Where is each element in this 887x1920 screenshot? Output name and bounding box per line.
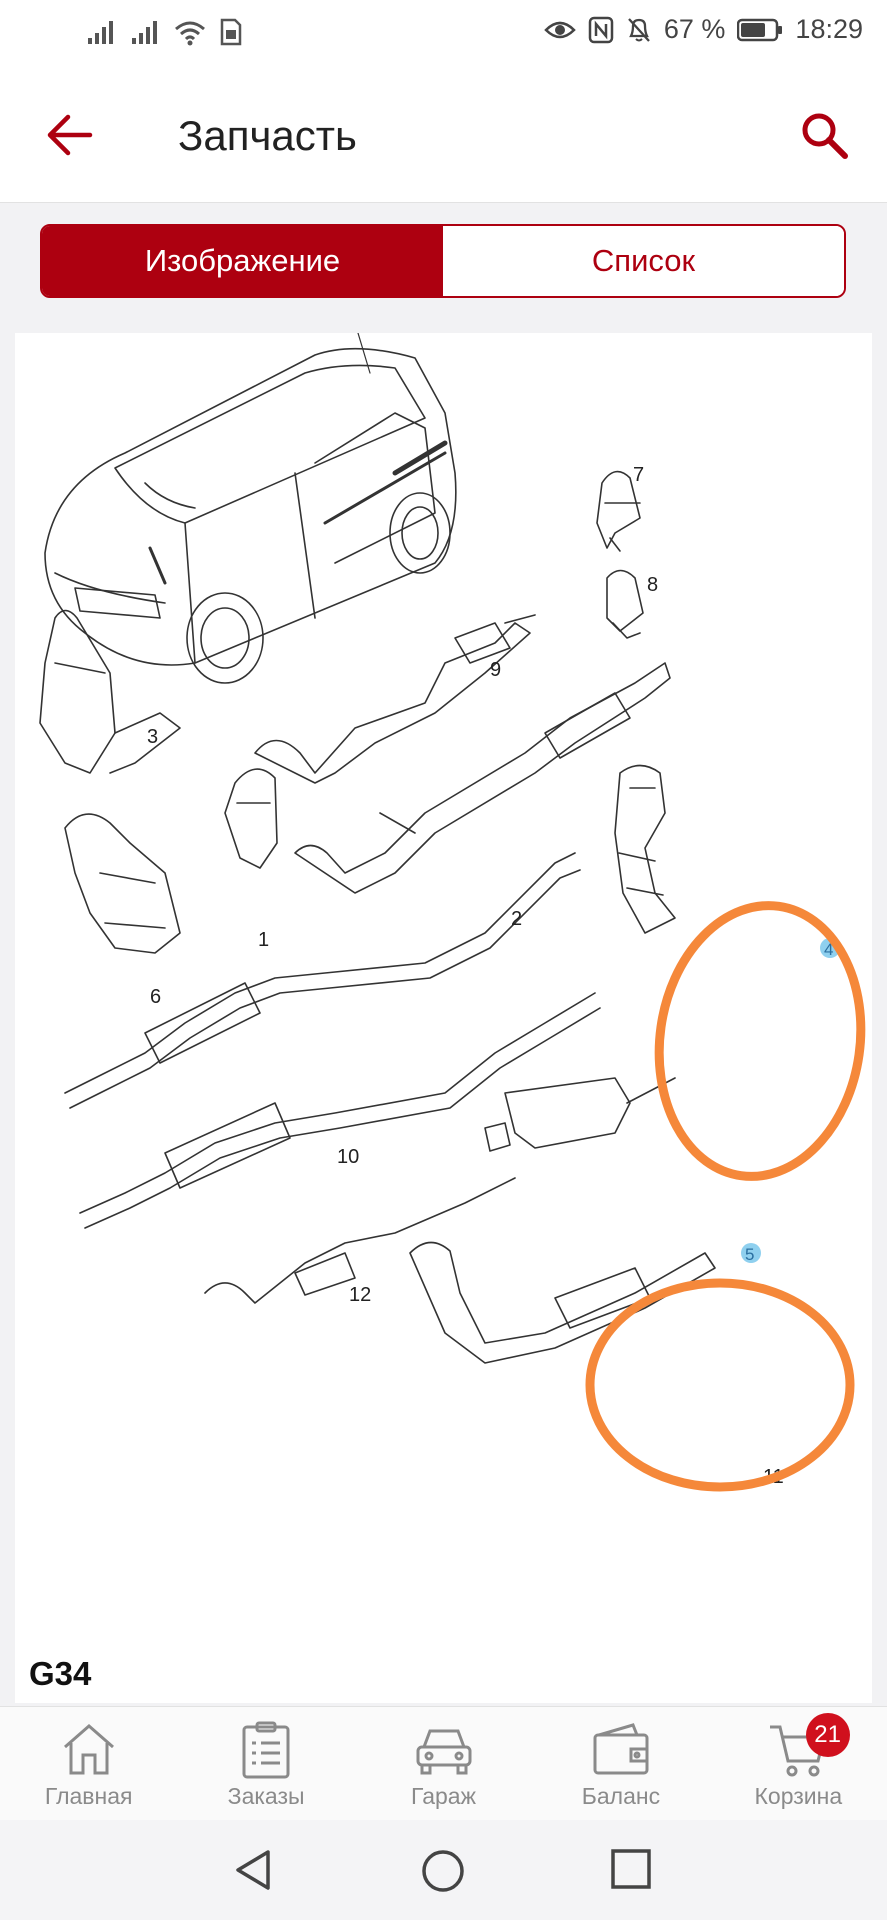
part-10-exhaust-pipe (64, 852, 581, 1109)
system-back-icon[interactable] (232, 1848, 276, 1892)
battery-percent: 67 % (663, 14, 726, 44)
system-home-icon[interactable] (420, 1848, 466, 1894)
nav-cart[interactable]: 21 Корзина (710, 1707, 887, 1821)
callout-5-badge (741, 1243, 761, 1263)
part-12-exhaust-pipe (79, 992, 601, 1229)
diagram-code: G34 (29, 1655, 92, 1692)
nav-cart-label: Корзина (754, 1783, 843, 1809)
system-recents-icon[interactable] (610, 1848, 652, 1890)
nav-orders[interactable]: Заказы (177, 1707, 354, 1821)
callout-7[interactable]: 7 (633, 464, 644, 486)
status-right-icons: 67 % 18:29 (544, 14, 863, 45)
callout-10[interactable]: 10 (337, 1146, 359, 1168)
home-icon (63, 1724, 114, 1775)
callout-9[interactable]: 9 (490, 659, 501, 681)
nfc-icon (588, 16, 614, 43)
wifi-icon (175, 21, 205, 46)
nav-balance-label: Баланс (581, 1783, 661, 1809)
callout-3[interactable]: 3 (147, 726, 158, 748)
tab-image[interactable]: Изображение (42, 226, 443, 296)
system-navigation-bar (0, 1820, 887, 1920)
part-7-manifold (596, 470, 641, 552)
mute-bell-icon (628, 17, 650, 42)
part-8-manifold (606, 569, 644, 639)
orders-icon (242, 1721, 290, 1779)
part-4-catalytic-manifold (614, 764, 676, 934)
nav-garage[interactable]: Гараж (355, 1707, 532, 1821)
status-left-icons (86, 18, 242, 46)
back-arrow-icon[interactable] (44, 112, 94, 158)
parts-diagram: 7 8 9 3 2 1 6 10 12 11 4 5 G34 (15, 333, 872, 1703)
highlight-part-4[interactable] (642, 892, 872, 1189)
nav-home-label: Главная (44, 1783, 133, 1809)
view-toggle: Изображение Список (40, 224, 846, 298)
exploded-view-drawing: 7 8 9 3 2 1 6 10 12 11 4 5 (39, 333, 872, 1492)
callout-1[interactable]: 1 (258, 929, 269, 951)
wallet-icon (593, 1723, 649, 1775)
nav-orders-label: Заказы (227, 1783, 305, 1809)
nav-garage-label: Гараж (411, 1783, 476, 1809)
callout-5[interactable]: 5 (745, 1245, 754, 1264)
part-3-catalytic-converter (39, 609, 181, 774)
part-5-catalytic-converter (484, 1077, 676, 1152)
nav-balance[interactable]: Баланс (532, 1707, 709, 1821)
clock: 18:29 (795, 14, 863, 44)
eye-icon (544, 21, 576, 38)
car-illustration (44, 333, 457, 684)
callout-12[interactable]: 12 (349, 1284, 371, 1306)
highlight-part-5[interactable] (585, 1278, 855, 1492)
callout-2[interactable]: 2 (511, 908, 522, 930)
tab-list[interactable]: Список (443, 226, 844, 296)
bottom-navigation: Главная Заказы Гараж Баланс 21 Корзина (0, 1706, 887, 1821)
sim-icon (220, 18, 242, 46)
battery-icon (737, 18, 783, 41)
cart-count-badge: 21 (805, 1713, 850, 1757)
signal-icon (88, 21, 113, 44)
part-1-heat-shield (224, 768, 278, 869)
callout-4[interactable]: 4 (824, 940, 833, 959)
signal-icon-2 (132, 21, 157, 44)
part-9-pipe (254, 614, 536, 784)
app-bar: Запчасть (0, 68, 887, 203)
status-bar: 67 % 18:29 (0, 0, 887, 68)
nav-home[interactable]: Главная (0, 1707, 177, 1821)
search-icon[interactable] (799, 110, 849, 160)
page-title: Запчасть (178, 112, 357, 159)
callout-8[interactable]: 8 (647, 574, 658, 596)
part-2-exhaust-pipe (294, 662, 671, 894)
part-11-exhaust-pipe (204, 1177, 716, 1364)
car-icon (416, 1729, 472, 1775)
part-6-catalytic-converter (64, 813, 181, 954)
callout-6[interactable]: 6 (150, 986, 161, 1008)
